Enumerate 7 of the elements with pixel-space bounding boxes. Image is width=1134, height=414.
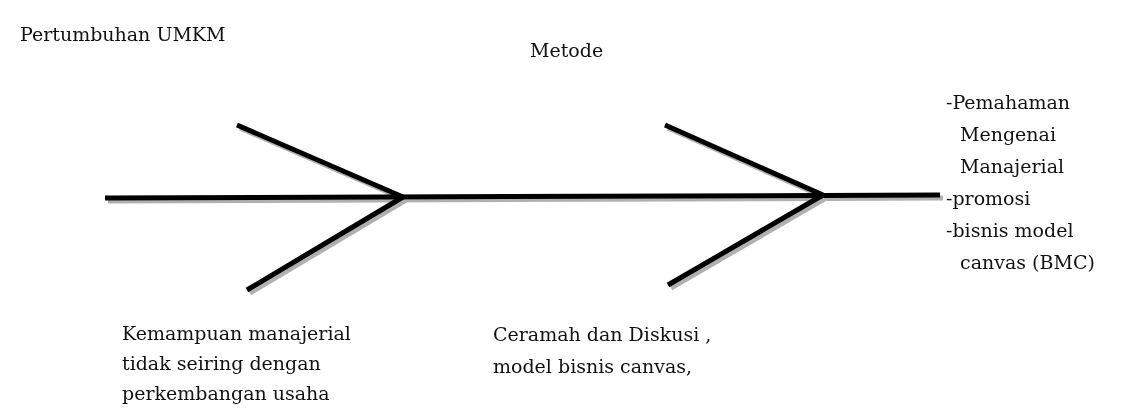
label-text: Metode [530,38,605,63]
label-text: Pertumbuhan UMKM [20,22,227,47]
label-text: Kemampuan manajerial tidak seiring dengan perkembangan usaha [122,321,352,406]
list-item: -bisnis model canvas (BMC) [946,218,1096,275]
list-item: -Pemahaman Mengenai Manajerial [946,90,1072,179]
list-item: -promosi [946,186,1032,211]
label-text: Ceramah dan Diskusi , model bisnis canvas, [493,322,713,379]
